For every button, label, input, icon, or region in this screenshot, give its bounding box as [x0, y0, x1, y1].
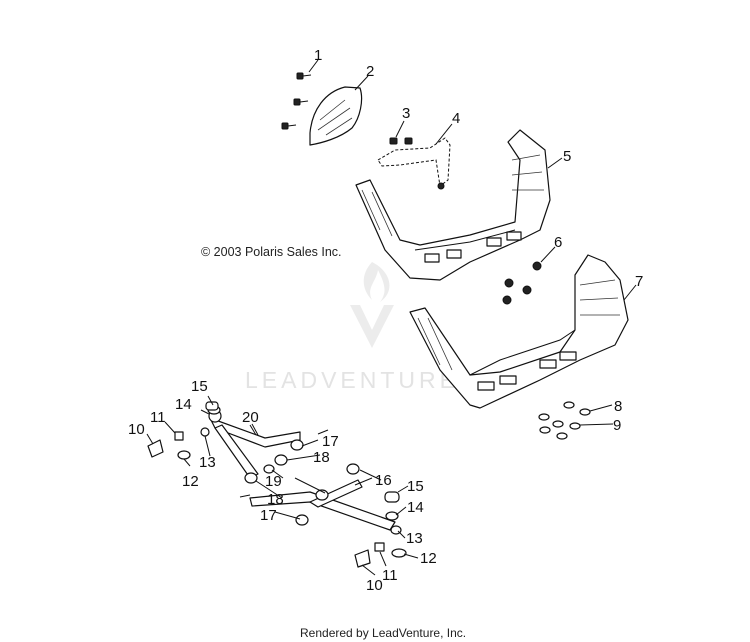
callout-16: 16	[375, 472, 392, 489]
callout-15-lower: 15	[407, 478, 424, 495]
callout-12-upper: 12	[182, 473, 199, 490]
footer-text: Rendered by LeadVenture, Inc.	[300, 626, 466, 640]
callout-10-lower: 10	[366, 577, 383, 594]
callout-2: 2	[366, 63, 374, 80]
callout-17-upper: 17	[322, 433, 339, 450]
callouts: 1 2 3 4 5 6 7 8 9 10 11 12 13 14 15 20 1…	[128, 47, 643, 594]
callout-18-lower: 18	[267, 491, 284, 508]
watermark: LEADVENTURE	[245, 262, 459, 393]
callout-1: 1	[314, 47, 322, 64]
leader-lines	[146, 395, 419, 576]
callout-11-upper: 11	[150, 409, 166, 426]
part-4-bracket	[377, 123, 453, 190]
callout-20: 20	[242, 409, 259, 426]
part-2-side-cover	[309, 75, 369, 146]
callout-7: 7	[635, 273, 643, 290]
part-6-bolts	[502, 246, 556, 305]
callout-6: 6	[554, 234, 562, 251]
callout-14-lower: 14	[407, 499, 424, 516]
callout-12-lower: 12	[420, 550, 437, 567]
callout-5: 5	[563, 148, 571, 165]
part-8-9-nuts-washers	[538, 401, 614, 440]
callout-15-upper: 15	[191, 378, 208, 395]
callout-14-upper: 14	[175, 396, 192, 413]
bushings-joints	[147, 401, 407, 568]
part-7-lower-footwell	[409, 254, 637, 409]
watermark-flame-icon	[363, 262, 390, 302]
watermark-brand: LEADVENTURE	[245, 367, 459, 393]
callout-8: 8	[614, 398, 622, 415]
callout-18-upper: 18	[313, 449, 330, 466]
part-5-upper-footwell	[355, 129, 563, 281]
copyright-text: © 2003 Polaris Sales Inc.	[201, 245, 342, 259]
part-1-screws	[281, 59, 319, 130]
callout-17-lower: 17	[260, 507, 277, 524]
watermark-v-logo-icon	[350, 305, 394, 348]
part-20-upper-a-arm	[209, 417, 301, 479]
callout-4: 4	[452, 110, 460, 127]
part-3-bolts	[389, 120, 413, 145]
callout-13-lower: 13	[406, 530, 423, 547]
callout-10-upper: 10	[128, 421, 145, 438]
callout-13-upper: 13	[199, 454, 216, 471]
callout-9: 9	[613, 417, 621, 434]
callout-19: 19	[265, 473, 282, 490]
callout-3: 3	[402, 105, 410, 122]
callout-11-lower: 11	[382, 567, 398, 584]
